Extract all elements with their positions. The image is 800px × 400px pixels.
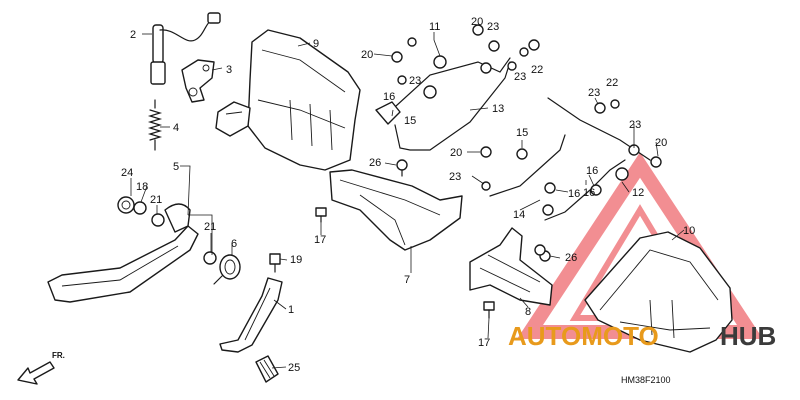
callout-label: 9 (313, 38, 319, 50)
gear-change-pedal (219, 277, 283, 353)
callout-label: 6 (231, 238, 237, 250)
callout-label: 4 (173, 122, 179, 134)
callout-label: 2 (130, 29, 136, 41)
watermark-logo: AUTOMOTO HUB (508, 321, 776, 351)
callout-label: 15 (404, 115, 416, 127)
callout-label: 16 (568, 188, 580, 200)
callout-label: 26 (369, 157, 381, 169)
callout-label: 25 (288, 362, 300, 374)
callout-label: 16 (586, 165, 598, 177)
left-step-guard (215, 29, 361, 171)
upper-cable-rod (375, 55, 511, 151)
bolt-17-left (315, 207, 327, 223)
callout-label: 5 (173, 161, 179, 173)
callout-label: 20 (361, 49, 373, 61)
pedal-rubber (255, 355, 279, 383)
callout-label: 23 (514, 71, 526, 83)
callout-label: 19 (290, 254, 302, 266)
upper-cable-hardware (391, 24, 540, 85)
right-step-guard (584, 231, 733, 353)
left-bracket (329, 169, 463, 251)
return-spring (147, 99, 163, 151)
lower-cable-rod (489, 97, 651, 221)
bolt-17-right (483, 301, 495, 319)
callout-label: 12 (632, 187, 644, 199)
brake-pedal (47, 203, 199, 303)
callout-label: 8 (525, 306, 531, 318)
callout-label: 21 (150, 194, 162, 206)
callout-label: 18 (136, 181, 148, 193)
right-bracket (469, 227, 553, 306)
callout-label: 23 (409, 75, 421, 87)
callout-label: 17 (478, 337, 490, 349)
callout-label: 23 (449, 171, 461, 183)
callout-label: 22 (606, 77, 618, 89)
callout-label: 20 (450, 147, 462, 159)
callout-labels: 1 2 3 4 5 6 7 8 9 10 11 12 13 14 15 15 1… (121, 16, 695, 374)
direction-label: FR. (52, 351, 65, 360)
callout-label: 20 (471, 16, 483, 28)
callout-label: 23 (588, 87, 600, 99)
callout-label: 23 (629, 119, 641, 131)
callout-label: 11 (429, 21, 440, 33)
callout-label: 1 (288, 304, 294, 316)
callout-label: 22 (531, 64, 543, 76)
callout-label: 23 (487, 21, 499, 33)
pedal-spring (213, 254, 241, 285)
switch-bracket (181, 59, 215, 103)
callout-label: 20 (655, 137, 667, 149)
lower-cable-hardware (480, 99, 662, 256)
watermark-text-primary: AUTOMOTO (508, 321, 659, 351)
callout-label: 24 (121, 167, 133, 179)
bolt-26-left (396, 159, 408, 177)
callout-label: 7 (404, 274, 410, 286)
callout-label: 10 (683, 225, 695, 237)
callout-label: 16 (583, 187, 595, 199)
callout-label: 17 (314, 234, 326, 246)
callout-label: 14 (513, 209, 525, 221)
stop-switch (150, 12, 221, 85)
watermark-text-secondary: HUB (720, 321, 776, 351)
pedal-bolt-19 (269, 253, 281, 273)
leader-lines (130, 32, 685, 369)
callout-label: 21 (204, 221, 216, 233)
callout-label: 13 (492, 103, 504, 115)
diagram-code: HM38F2100 (621, 375, 671, 385)
callout-label: 15 (516, 127, 528, 139)
front-direction-arrow: FR. (17, 351, 65, 385)
callout-label: 16 (383, 91, 395, 103)
pedal-hardware (117, 196, 217, 265)
callout-label: 26 (565, 252, 577, 264)
callout-label: 3 (226, 64, 232, 76)
